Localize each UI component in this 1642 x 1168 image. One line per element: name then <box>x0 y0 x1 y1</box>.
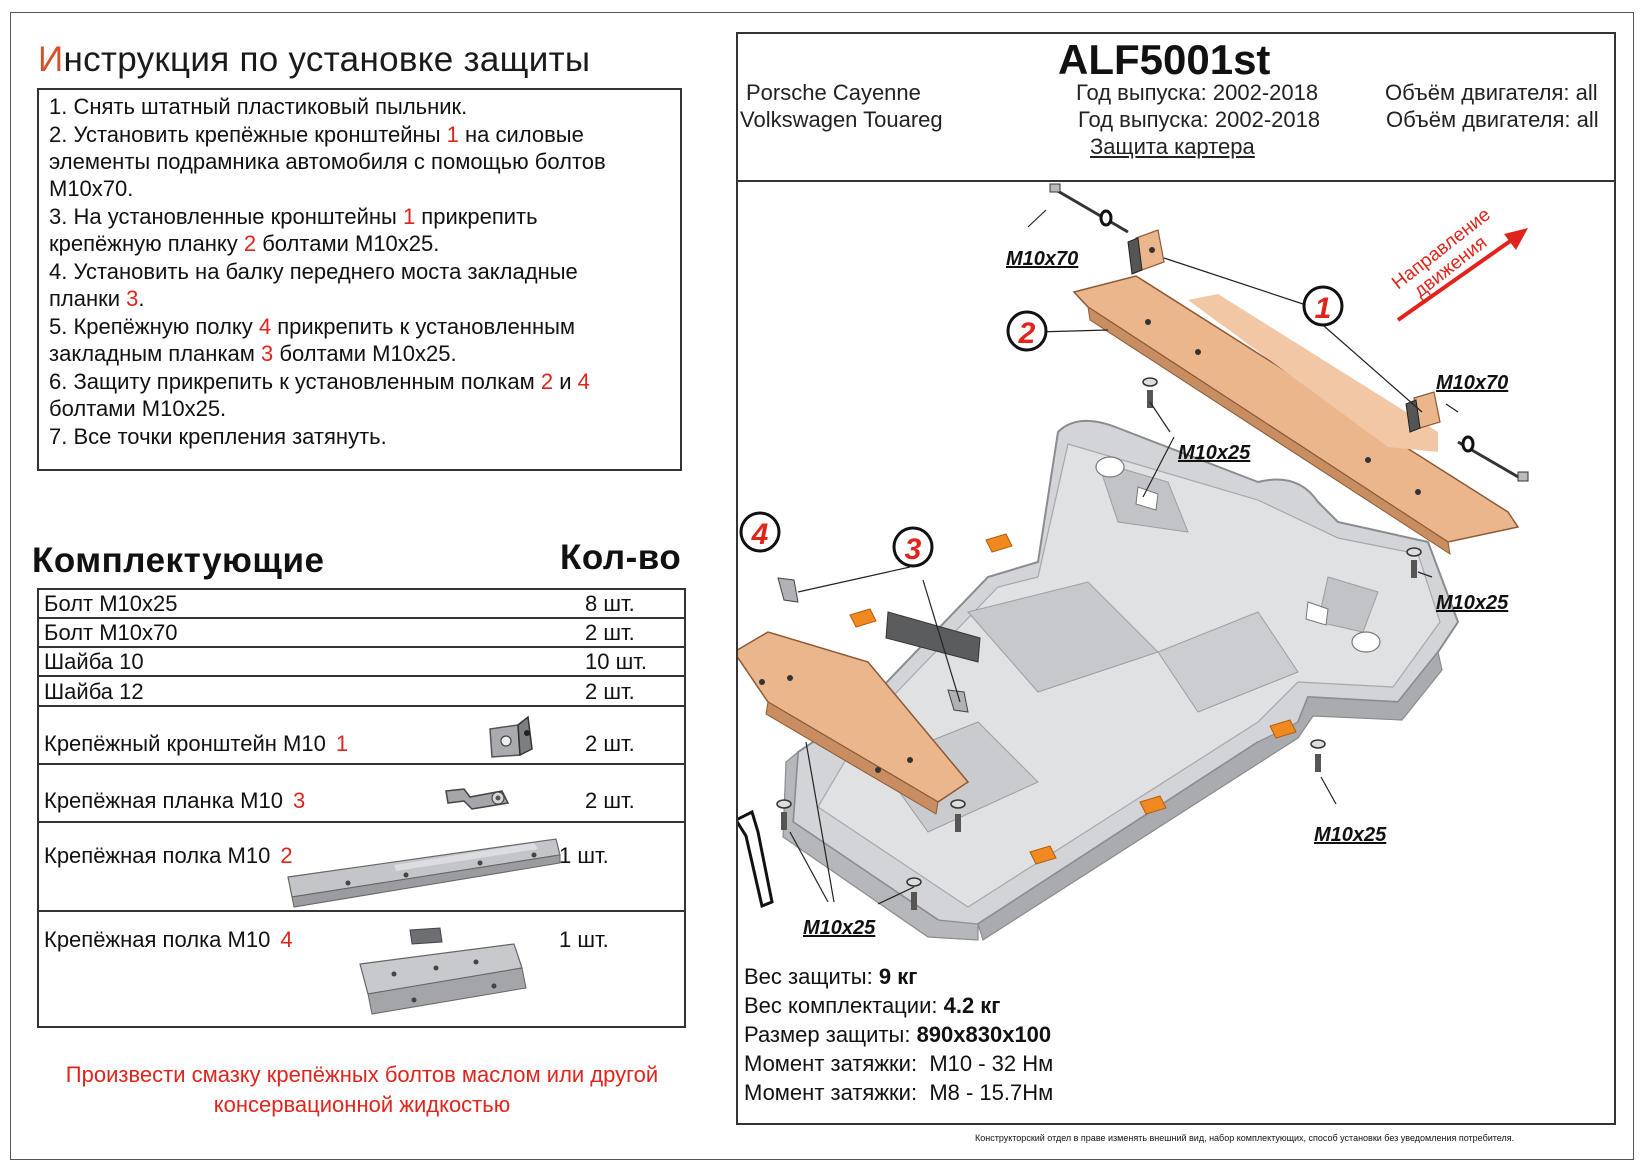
vehicle-years: Год выпуска: 2002-2018 <box>1076 80 1319 105</box>
quantity-heading: Кол-во <box>560 538 682 577</box>
wrench-icon <box>738 809 774 909</box>
callout-4: 4 <box>739 511 781 553</box>
direction-arrow: Направление движения <box>1388 204 1528 322</box>
installation-diagram: 1 2 3 4 M10x70 M10x70 M10x25 M10x25 M10x… <box>738 183 1529 941</box>
components-heading: Комплектующие <box>32 541 325 580</box>
component-row: Шайба 12 2 шт. <box>39 677 684 707</box>
lubrication-note-line2: консервационной жидкостью <box>213 1092 511 1117</box>
instruction-line: планки 3. <box>49 286 145 311</box>
instruction-line: болтами М10х25. <box>49 396 227 421</box>
spec-line: Момент затяжки: М10 - 32 Нм <box>744 1051 1054 1076</box>
spec-line: Вес защиты: 9 кг <box>744 964 918 989</box>
lubrication-note-line1: Произвести смазку крепёжных болтов масло… <box>65 1062 659 1087</box>
instruction-line: 6. Защиту прикрепить к установленным пол… <box>49 369 590 394</box>
bolt-label: M10x70 <box>1436 372 1508 394</box>
component-qty: 1 шт. <box>559 843 609 868</box>
bolt-label: M10x25 <box>1314 824 1387 846</box>
callout-2: 2 <box>1006 310 1048 352</box>
component-name: Болт М10х70 <box>44 620 178 645</box>
instruction-line: 3. На установленные кронштейны 1 прикреп… <box>49 204 538 229</box>
spec-line: Вес комплектации: 4.2 кг <box>744 993 1001 1018</box>
component-qty: 2 шт. <box>585 788 635 813</box>
plate-3 <box>777 577 969 713</box>
svg-text:3: 3 <box>905 533 922 566</box>
instruction-line: 1. Снять штатный пластиковый пыльник. <box>49 94 468 119</box>
long-shelf-icon <box>287 838 561 908</box>
svg-text:4: 4 <box>751 518 769 551</box>
component-qty: 10 шт. <box>585 649 647 674</box>
instruction-line: 2. Установить крепёжные кронштейны 1 на … <box>49 122 584 147</box>
bolt-label: M10x70 <box>1006 248 1078 270</box>
plank-2 <box>1072 275 1520 556</box>
components-table: Болт М10х25 8 шт. Болт М10х70 2 шт. Шайб… <box>37 588 686 1028</box>
component-qty: 1 шт. <box>559 927 609 952</box>
component-name: Шайба 10 <box>44 649 144 674</box>
bracket-1-right <box>1405 391 1529 482</box>
plate-icon <box>445 788 510 810</box>
instruction-line: 5. Крепёжную полку 4 прикрепить к устано… <box>49 314 576 339</box>
shelf-4 <box>738 611 981 815</box>
component-name: Шайба 12 <box>44 679 144 704</box>
component-qty: 2 шт. <box>585 679 635 704</box>
bolt-label: M10x25 <box>1436 592 1509 614</box>
component-row: Болт М10х70 2 шт. <box>39 619 684 648</box>
leader-lines <box>789 209 1459 905</box>
bolts-washers <box>776 377 1422 910</box>
vehicle-model: Porsche Cayenne <box>746 80 921 105</box>
component-row: Болт М10х25 8 шт. <box>39 590 684 619</box>
svg-text:1: 1 <box>1315 292 1332 325</box>
spec-line: Размер защиты: 890х830х100 <box>744 1022 1052 1047</box>
title-rest: нструкция по установке защиты <box>63 40 591 79</box>
callout-1: 1 <box>1302 285 1344 327</box>
vehicle-engine: Объём двигателя: all <box>1386 107 1599 132</box>
component-qty: 8 шт. <box>585 591 635 616</box>
bolt-label: M10x25 <box>1178 442 1251 464</box>
callout-3: 3 <box>892 526 934 568</box>
product-code: ALF5001st <box>1058 36 1271 83</box>
component-qty: 2 шт. <box>585 731 635 756</box>
instruction-line: 7. Все точки крепления затянуть. <box>49 424 387 449</box>
instruction-line: 4. Установить на балку переднего моста з… <box>49 259 578 284</box>
instruction-line: закладным планкам 3 болтами М10х25. <box>49 341 457 366</box>
disclaimer: Конструкторский отдел в праве изменять в… <box>975 1133 1515 1143</box>
vehicle-years: Год выпуска: 2002-2018 <box>1078 107 1321 132</box>
bolt-labels: M10x70 M10x70 M10x25 M10x25 M10x25 M10x2… <box>803 248 1509 939</box>
short-shelf-icon <box>359 927 527 1015</box>
bracket-icon <box>489 715 533 758</box>
instruction-line: крепёжную планку 2 болтами М10х25. <box>49 231 440 256</box>
instructions-box: 1. Снять штатный пластиковый пыльник. 2.… <box>37 88 682 471</box>
spec-line: Момент затяжки: М8 - 15.7Нм <box>744 1080 1054 1105</box>
product-type: Защита картера <box>1090 134 1255 159</box>
page-title: Инструкция по установке защиты <box>38 40 590 80</box>
diagram-frame <box>736 180 1616 1125</box>
bolt-label: M10x25 <box>803 917 876 939</box>
svg-text:2: 2 <box>1018 317 1036 350</box>
instruction-line: элементы подрамника автомобиля с помощью… <box>49 149 606 174</box>
orange-pads <box>849 533 1297 865</box>
title-first-letter: И <box>38 40 64 79</box>
component-qty: 2 шт. <box>585 620 635 645</box>
bracket-1-top <box>1049 183 1165 275</box>
product-header: ALF5001st Porsche Cayenne Год выпуска: 2… <box>736 32 1616 182</box>
page-frame <box>10 12 1634 1160</box>
vehicle-engine: Объём двигателя: all <box>1385 80 1598 105</box>
component-row: Шайба 10 10 шт. <box>39 648 684 677</box>
instruction-line: М10х70. <box>49 176 134 201</box>
vehicle-model: Volkswagen Touareg <box>740 107 943 132</box>
component-name: Болт М10х25 <box>44 591 178 616</box>
